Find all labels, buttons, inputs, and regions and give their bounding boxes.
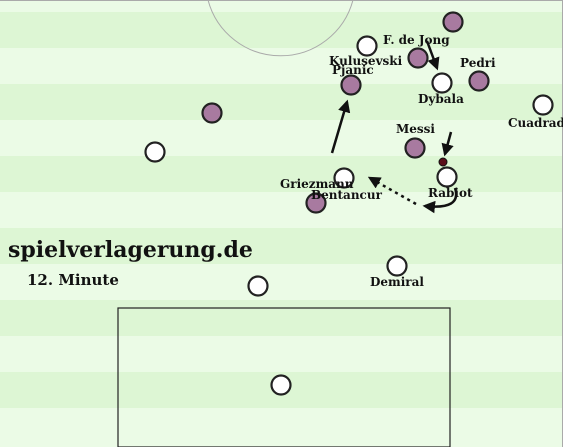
ball: [438, 157, 448, 167]
player-marker: [270, 374, 292, 396]
label-demiral: Demiral: [370, 275, 424, 289]
player-marker: [532, 94, 554, 116]
player-marker: [305, 192, 327, 214]
arrow-bentancur-run: [330, 99, 351, 154]
label-pedri: Pedri: [460, 56, 496, 70]
player-marker: [333, 167, 355, 189]
watermark: spielverlagerung.de: [8, 237, 253, 263]
player-marker: [247, 275, 269, 297]
center-circle: [207, 0, 354, 57]
team-a-players: [201, 11, 490, 214]
penalty-area: [117, 307, 451, 447]
player-marker: [468, 70, 490, 92]
player-marker: [407, 47, 429, 69]
player-marker: [436, 166, 458, 188]
player-marker: [404, 137, 426, 159]
label-griezmann: Griezmann: [280, 177, 354, 191]
player-marker: [356, 35, 378, 57]
label-kulusevski: Kulusevski: [329, 54, 403, 68]
arrow-dejong-run: [425, 40, 440, 71]
movement-arrows: [330, 40, 458, 214]
player-marker: [144, 141, 166, 163]
arrow-rabiot-curve: [422, 187, 458, 214]
label-de-jong: F. de Jong: [383, 33, 450, 47]
label-messi: Messi: [396, 122, 435, 136]
player-labels: F. de Jong Kulusevski Pjanic Pedri Dybal…: [280, 33, 563, 289]
label-rabiot: Rabiot: [428, 186, 473, 200]
label-bentancur: Bentancur: [311, 188, 383, 202]
player-marker: [386, 255, 408, 277]
minute-label: 12. Minute: [27, 271, 119, 289]
player-marker: [340, 74, 362, 96]
arrow-rabiot-press: [441, 131, 454, 157]
label-cuadrado: Cuadrado: [508, 116, 563, 130]
player-marker: [431, 72, 453, 94]
label-pjanic: Pjanic: [332, 63, 374, 77]
label-dybala: Dybala: [418, 92, 464, 106]
arrow-pass-dotted: [367, 176, 417, 206]
player-marker: [442, 11, 464, 33]
player-marker: [201, 102, 223, 124]
team-b-players: [144, 35, 554, 396]
